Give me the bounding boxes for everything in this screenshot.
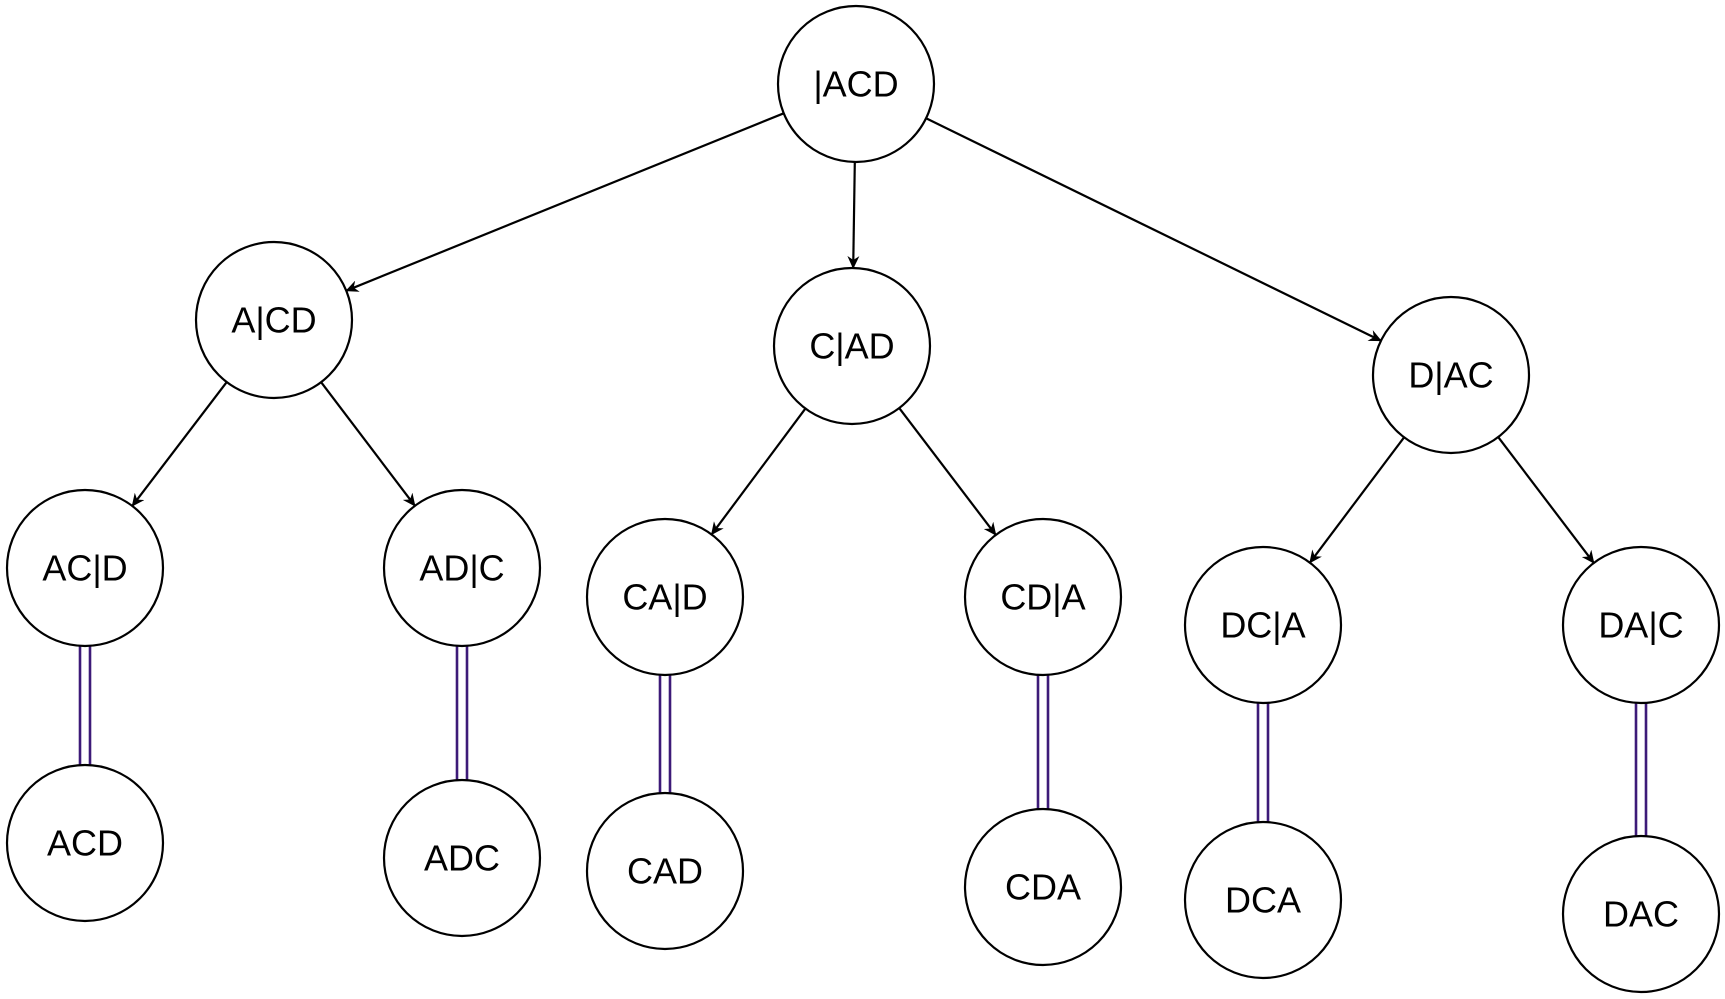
node-circle: [772, 266, 932, 426]
node-acd: ACD: [5, 763, 165, 923]
node-label: C|AD: [809, 326, 894, 367]
node-ac: AC|D: [5, 488, 165, 648]
node-circle: [1183, 820, 1343, 980]
arrow-edge-root-d: [925, 117, 1382, 342]
node-circle: [776, 4, 936, 164]
nodes-layer: |ACD A|CD C|AD D|AC AC|D AD|C CA|D CD|A DC|A DA|C…: [5, 4, 1721, 994]
node-ad: AD|C: [382, 488, 542, 648]
arrow-edge-d-da: [1497, 436, 1595, 564]
node-label: DAC: [1603, 894, 1679, 935]
node-label: AD|C: [419, 548, 504, 589]
arrow-edge-d-dc: [1309, 436, 1405, 564]
node-label: CA|D: [622, 577, 707, 618]
node-root: |ACD: [776, 4, 936, 164]
node-label: ACD: [47, 823, 123, 864]
node-label: ADC: [424, 838, 500, 879]
node-circle: [1371, 295, 1531, 455]
arrow-edge-root-c: [847, 161, 860, 270]
node-circle: [1561, 834, 1721, 994]
double-edge-ca-cad: [658, 675, 672, 793]
node-c: C|AD: [772, 266, 932, 426]
node-label: |ACD: [813, 64, 898, 105]
node-circle: [5, 488, 165, 648]
node-dca: DCA: [1183, 820, 1343, 980]
arrow-edge-c-cd: [898, 407, 997, 536]
node-cda: CDA: [963, 807, 1123, 967]
node-da: DA|C: [1561, 545, 1721, 705]
node-label: CD|A: [1000, 577, 1085, 618]
node-circle: [194, 240, 354, 400]
arrow-edge-a-ac: [131, 381, 228, 507]
node-cd: CD|A: [963, 517, 1123, 677]
node-circle: [382, 778, 542, 938]
node-dac: DAC: [1561, 834, 1721, 994]
node-label: DA|C: [1598, 605, 1683, 646]
node-circle: [963, 517, 1123, 677]
node-ca: CA|D: [585, 517, 745, 677]
node-cad: CAD: [585, 791, 745, 951]
node-a: A|CD: [194, 240, 354, 400]
node-circle: [382, 488, 542, 648]
arrow-edge-a-ad: [320, 381, 416, 507]
node-circle: [1183, 545, 1343, 705]
double-edge-dc-dca: [1256, 703, 1270, 822]
double-edge-da-dac: [1634, 703, 1648, 836]
double-edge-cd-cda: [1036, 675, 1050, 809]
node-label: D|AC: [1408, 355, 1493, 396]
node-label: CAD: [627, 851, 703, 892]
node-circle: [5, 763, 165, 923]
node-label: A|CD: [231, 300, 316, 341]
double-edge-ad-adc: [455, 646, 469, 780]
node-circle: [963, 807, 1123, 967]
edges-layer: [78, 112, 1648, 836]
node-d: D|AC: [1371, 295, 1531, 455]
arrow-edge-c-ca: [710, 407, 807, 536]
double-edge-ac-acd: [78, 646, 92, 765]
node-label: DCA: [1225, 880, 1301, 921]
node-circle: [585, 791, 745, 951]
node-dc: DC|A: [1183, 545, 1343, 705]
node-label: AC|D: [42, 548, 127, 589]
node-circle: [1561, 545, 1721, 705]
node-label: CDA: [1005, 867, 1081, 908]
arrow-edge-root-a: [345, 112, 785, 292]
node-label: DC|A: [1220, 605, 1305, 646]
node-adc: ADC: [382, 778, 542, 938]
node-circle: [585, 517, 745, 677]
